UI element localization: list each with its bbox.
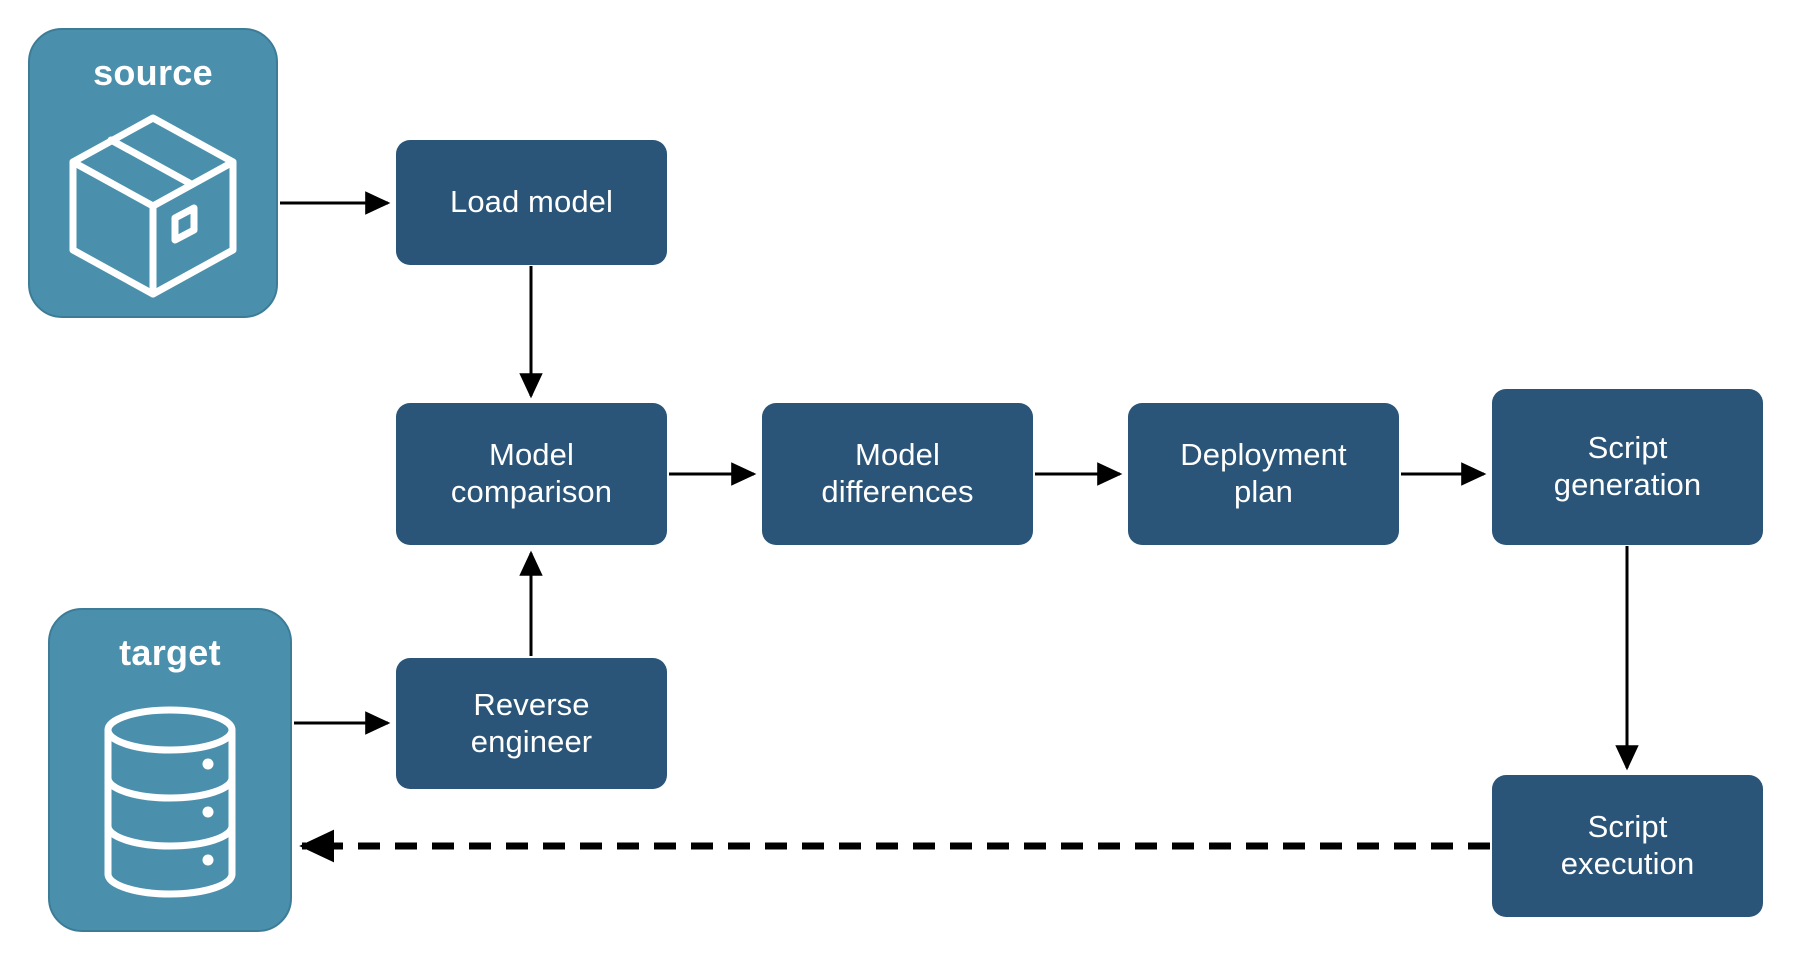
endpoint-source[interactable]: source <box>28 28 278 318</box>
endpoint-target-label: target <box>119 632 221 673</box>
database-cylinder-icon <box>50 674 290 930</box>
process-model-differences[interactable]: Model differences <box>762 403 1033 545</box>
process-model-comparison[interactable]: Model comparison <box>396 403 667 545</box>
process-reverse-engineer[interactable]: Reverse engineer <box>396 658 667 789</box>
endpoint-target[interactable]: target <box>48 608 292 932</box>
process-load-model[interactable]: Load model <box>396 140 667 265</box>
package-box-icon <box>30 94 276 316</box>
process-deployment-plan[interactable]: Deployment plan <box>1128 403 1399 545</box>
process-script-generation[interactable]: Script generation <box>1492 389 1763 545</box>
endpoint-source-label: source <box>93 52 213 93</box>
process-script-execution[interactable]: Script execution <box>1492 775 1763 917</box>
